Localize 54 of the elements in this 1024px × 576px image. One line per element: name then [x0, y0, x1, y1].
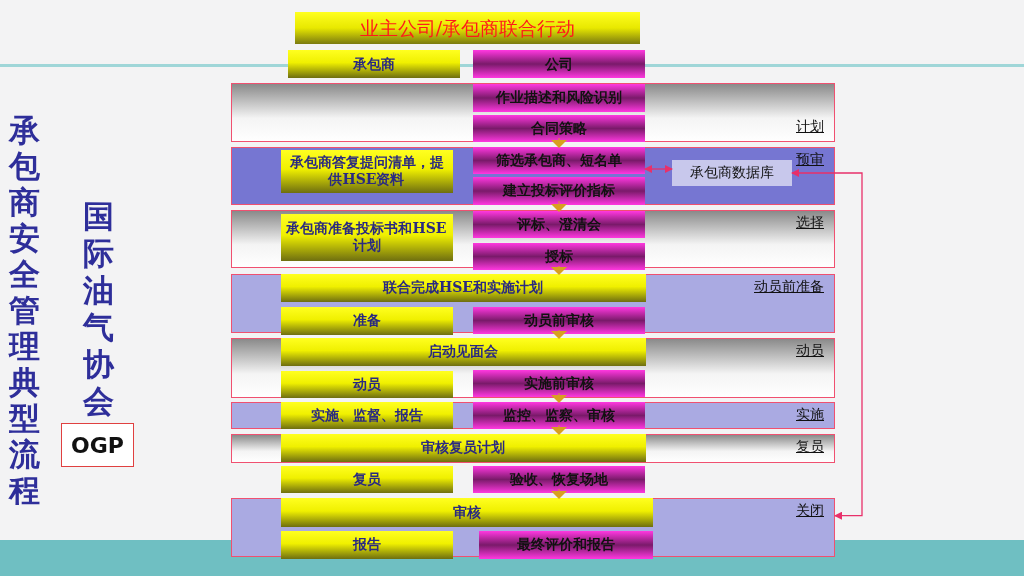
- contractor-step-box: 报告: [280, 530, 453, 559]
- contractor-step-box: 动员: [280, 370, 453, 398]
- phase-band: [231, 434, 835, 463]
- phase-band: [231, 147, 835, 205]
- company-step-box: 建立投标评价指标: [472, 176, 645, 205]
- contractor-step-box: 承包商: [288, 50, 460, 78]
- phase-label: 选择: [796, 214, 824, 232]
- contractor-step-box: 审核: [280, 497, 653, 527]
- flow-arrow: [551, 392, 567, 403]
- contractor-step-box: 准备: [280, 306, 453, 335]
- phase-band: [231, 402, 835, 429]
- vertical-title: 承包商安全管理典型流程: [7, 112, 41, 508]
- contractor-step-box: 审核复员计划: [280, 433, 646, 462]
- flow-arrow: [551, 265, 567, 275]
- organization-label: 国际油气协会: [81, 198, 115, 420]
- flow-arrow: [551, 424, 567, 435]
- company-step-box: 筛选承包商、短名单: [472, 146, 645, 174]
- company-step-box: 实施前审核: [472, 369, 645, 397]
- phase-band: [231, 210, 835, 268]
- contractor-step-box: 承包商准备投标书和HSE计划: [280, 213, 453, 261]
- contractor-step-box: 启动见面会: [280, 337, 646, 366]
- phase-band: [231, 83, 835, 142]
- company-step-box: 验收、恢复场地: [473, 466, 645, 493]
- flow-arrow: [551, 200, 567, 212]
- phase-label: 关闭: [796, 502, 824, 520]
- contractor-step-box: 实施、监督、报告: [280, 401, 453, 429]
- database-box: 承包商数据库: [671, 159, 792, 186]
- organization-box: OGP: [61, 423, 134, 467]
- company-step-box: 公司: [473, 50, 645, 78]
- phase-label: 动员前准备: [754, 278, 824, 296]
- contractor-step-box: 承包商答复提问清单，提供HSE资料: [280, 149, 453, 193]
- title-banner: 业主公司/承包商联合行动: [295, 12, 640, 44]
- phase-band: [231, 498, 835, 557]
- company-step-box: 授标: [472, 242, 645, 270]
- phase-label: 复员: [796, 438, 824, 456]
- phase-label: 预审: [796, 151, 824, 169]
- contractor-step-box: 联合完成HSE和实施计划: [280, 273, 646, 302]
- company-step-box: 评标、澄清会: [472, 210, 645, 238]
- double-arrow: [791, 169, 863, 520]
- company-step-box: 动员前审核: [472, 306, 645, 334]
- phase-band: [231, 338, 835, 398]
- phase-label: 动员: [796, 342, 824, 360]
- company-step-box: 最终评价和报告: [478, 530, 653, 559]
- company-step-box: 作业描述和风险识别: [472, 83, 645, 112]
- flow-arrow: [551, 137, 567, 148]
- flow-arrow: [551, 329, 567, 339]
- company-step-box: 合同策略: [472, 114, 645, 142]
- phase-label: 实施: [796, 406, 824, 424]
- company-step-box: 监控、监察、审核: [472, 401, 645, 429]
- phase-label: 计划: [796, 118, 824, 136]
- flow-arrow: [551, 488, 567, 499]
- double-arrow: [644, 165, 673, 173]
- contractor-step-box: 复员: [281, 466, 453, 493]
- phase-band: [231, 274, 835, 333]
